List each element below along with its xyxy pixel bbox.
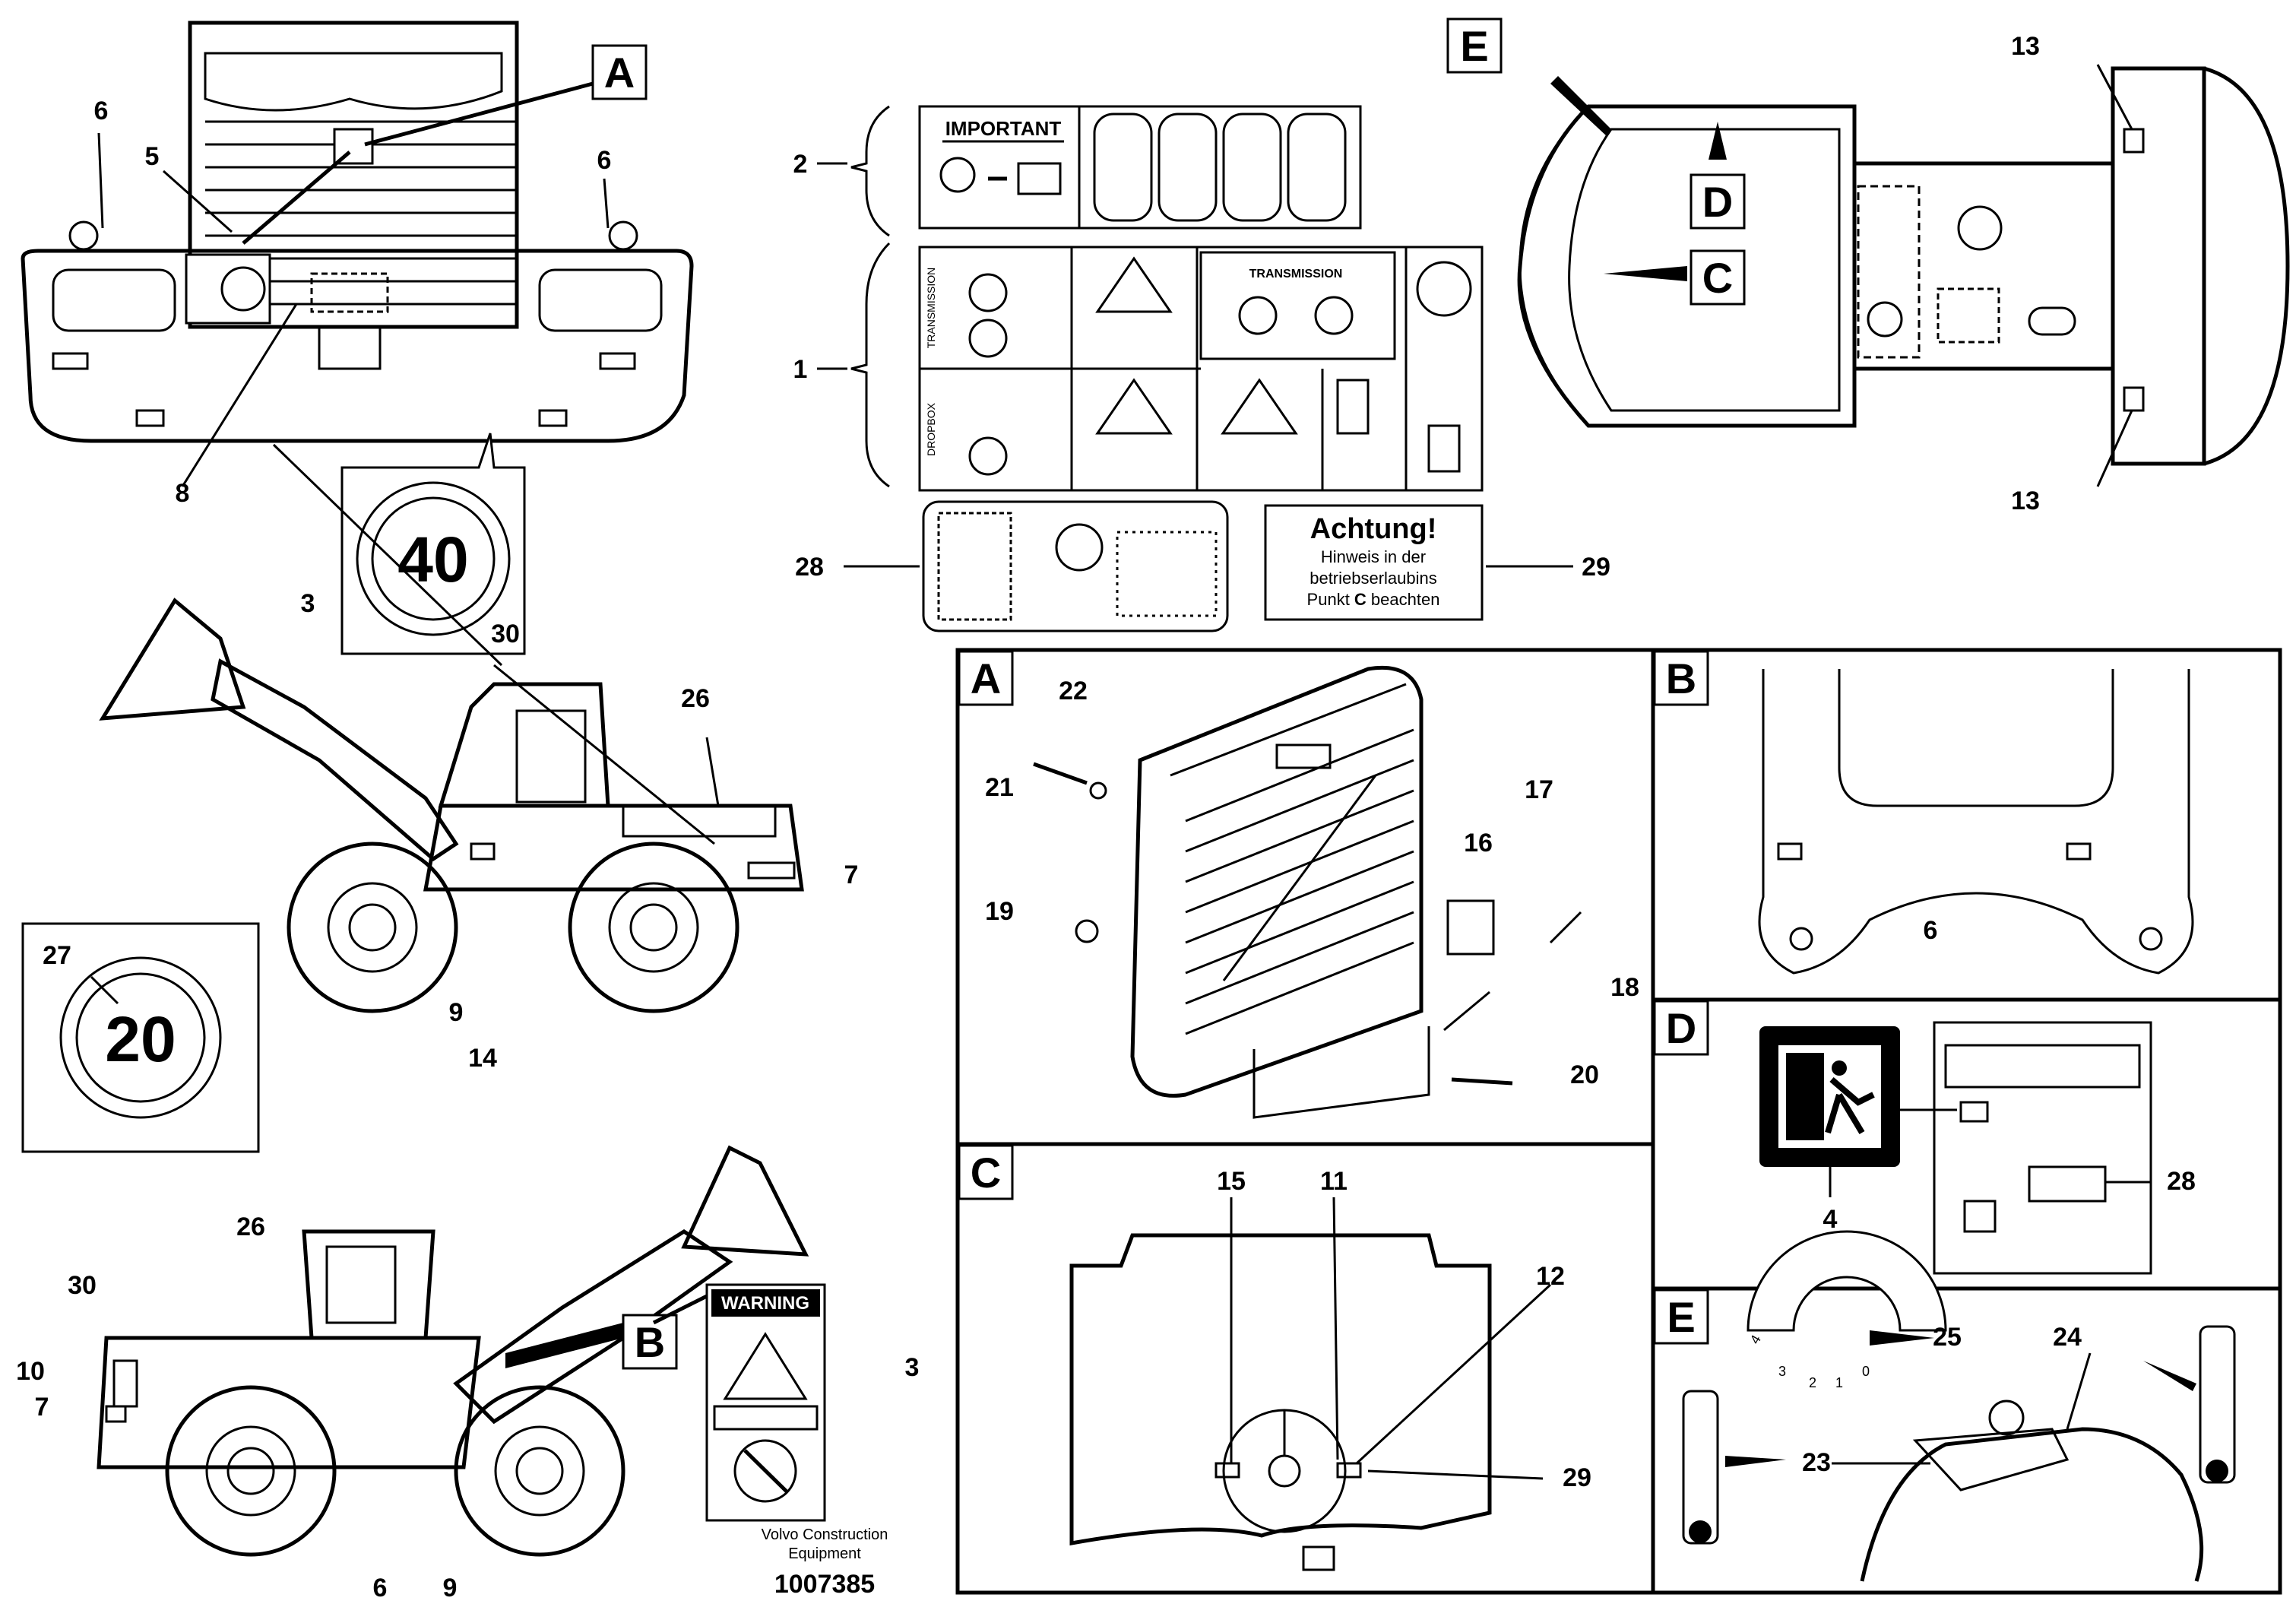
callout-6-rear-right: 6 [597, 146, 612, 175]
transmission-side-label: TRANSMISSION [925, 268, 937, 349]
callout-9-lower: 9 [443, 1574, 458, 1602]
detail-panels-frame [955, 648, 2282, 1595]
detail-d-marker [1690, 173, 1746, 230]
panel-e: E 4 3 2 1 0 [1653, 1230, 2236, 1582]
callout-4: 4 [1823, 1205, 1838, 1234]
callout-14: 14 [468, 1044, 497, 1073]
detail-e-marker [1446, 17, 1503, 74]
panel-c: C [958, 1144, 1552, 1571]
callout-numbers: 2 1 28 29 6 5 6 8 30 3 26 7 9 14 27 13 1… [16, 32, 2196, 1602]
achtung-decal: Achtung! Hinweis in der betriebserlaubin… [1264, 504, 1484, 621]
panel-d: D [1653, 1000, 2152, 1275]
control-decal-28 [922, 500, 1229, 632]
dial-tick-0: 0 [1862, 1364, 1870, 1379]
dropbox-side-label: DROPBOX [925, 402, 937, 456]
panel-e-label: E [1667, 1293, 1695, 1341]
callout-10: 10 [16, 1357, 45, 1386]
loader-side-view-left [99, 443, 804, 1013]
dial-tick-1: 1 [1835, 1375, 1843, 1390]
callout-27: 27 [43, 941, 71, 970]
panel-b-label: B [1666, 655, 1696, 702]
callout-15: 15 [1217, 1167, 1246, 1196]
warning-decal: WARNING [652, 1283, 826, 1522]
transmission-panel-title: TRANSMISSION [1249, 268, 1343, 281]
achtung-title: Achtung! [1310, 513, 1437, 545]
speed-sign-40-callout: 40 [340, 433, 526, 655]
dial-tick-3: 3 [1778, 1364, 1786, 1379]
callout-5: 5 [145, 142, 160, 171]
achtung-line1: Hinweis in der [1321, 547, 1426, 566]
detail-a-marker [591, 44, 648, 100]
loader-side-view-right [97, 1145, 809, 1557]
callout-23: 23 [1802, 1448, 1831, 1477]
rear-view [21, 21, 694, 487]
panel-a: A [958, 650, 1582, 1119]
callout-6-rear-left: 6 [94, 97, 109, 125]
speed-sign-40-value: 40 [397, 524, 468, 595]
footer: Volvo Construction Equipment 1007385 [762, 1526, 888, 1599]
dial-scale: 4 3 2 1 0 [1747, 1333, 1870, 1390]
callout-6-panel-b: 6 [1924, 916, 1938, 945]
drawing-number: 1007385 [774, 1570, 875, 1599]
brace-2 [850, 105, 890, 237]
callout-30-sign: 30 [491, 620, 520, 648]
callout-3-upper: 3 [301, 589, 315, 618]
detail-e-marker-label: E [1460, 22, 1488, 70]
callout-6-lower: 6 [373, 1574, 388, 1602]
warning-decal-title: WARNING [721, 1293, 809, 1314]
important-decal-title: IMPORTANT [945, 117, 1062, 140]
callout-29-decal: 29 [1582, 553, 1610, 582]
panel-a-label: A [971, 655, 1001, 702]
dial-tick-4: 4 [1747, 1333, 1764, 1347]
callout-9-upper: 9 [449, 998, 464, 1027]
callout-21: 21 [985, 773, 1014, 802]
dial-tick-2: 2 [1809, 1375, 1816, 1390]
callout-19: 19 [985, 897, 1014, 926]
callout-30-lower: 30 [68, 1271, 97, 1300]
callout-13-bottom: 13 [2011, 487, 2040, 515]
detail-a-marker-label: A [604, 49, 635, 97]
callout-7-lower: 7 [35, 1393, 49, 1422]
callout-7-upper: 7 [844, 861, 859, 889]
detail-b-marker [622, 1314, 678, 1370]
callout-25: 25 [1933, 1323, 1962, 1352]
callout-16: 16 [1464, 829, 1493, 857]
panel-c-label: C [971, 1149, 1001, 1197]
achtung-line3: Punkt C beachten [1307, 590, 1440, 609]
panel-d-label: D [1666, 1004, 1696, 1052]
callout-26-lower: 26 [236, 1212, 265, 1241]
cab-top-view [1517, 64, 2290, 487]
speed-sign-20-box: 20 [21, 922, 260, 1153]
callout-13-top: 13 [2011, 32, 2040, 61]
callout-29-panel-c: 29 [1563, 1463, 1591, 1492]
callout-18: 18 [1610, 973, 1639, 1002]
callout-22: 22 [1059, 677, 1088, 705]
important-decal: IMPORTANT [918, 105, 1362, 230]
brand-line2: Equipment [788, 1545, 861, 1562]
callout-2: 2 [793, 150, 808, 179]
detail-c-marker [1690, 249, 1746, 306]
callout-24: 24 [2053, 1323, 2082, 1352]
detail-b-pointer [505, 1323, 623, 1368]
callout-12: 12 [1536, 1262, 1565, 1291]
achtung-line2: betriebserlaubins [1310, 569, 1437, 588]
detail-b-marker-label: B [635, 1318, 665, 1366]
detail-c-marker-label: C [1702, 254, 1733, 302]
callout-28-decal: 28 [795, 553, 824, 582]
speed-sign-20-value: 20 [105, 1003, 176, 1075]
callout-11: 11 [1320, 1167, 1348, 1196]
callout-26-upper: 26 [681, 684, 710, 713]
callout-3-lower: 3 [905, 1353, 920, 1382]
brand-line1: Volvo Construction [762, 1526, 888, 1543]
detail-d-marker-label: D [1702, 178, 1733, 226]
panel-b: B [1653, 650, 2194, 975]
callout-28-panel-d: 28 [2167, 1167, 2196, 1196]
callout-8: 8 [176, 479, 190, 508]
callout-1: 1 [793, 355, 808, 384]
callout-17: 17 [1525, 775, 1553, 804]
brace-1 [850, 242, 891, 488]
transmission-decal: TRANSMISSION DROPBOX TRANSMISSION [918, 246, 1484, 492]
callout-20: 20 [1570, 1060, 1599, 1089]
